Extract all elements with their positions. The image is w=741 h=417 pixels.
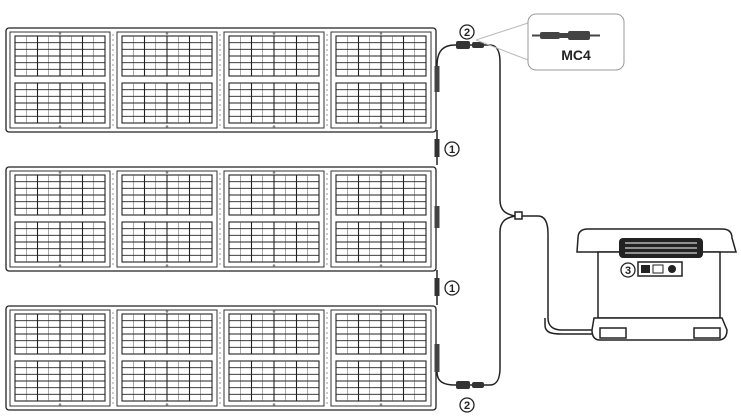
vent-slats [625, 242, 697, 254]
mc4-inset: MC4 [475, 13, 625, 71]
string-cable [436, 44, 516, 386]
solar-panel-module [223, 170, 325, 268]
solar-panel-module [330, 31, 432, 129]
callout-2-top: 2 [459, 24, 475, 40]
callout-3: 3 [620, 262, 636, 278]
solar-panel-row-3 [5, 305, 437, 411]
mc4-label: MC4 [561, 47, 591, 63]
solar-panel-module [223, 31, 325, 129]
input-port-panel [637, 261, 683, 277]
callout-1-lower-text: 1 [449, 283, 455, 295]
solar-panel-module [116, 170, 218, 268]
portable-power-station [576, 228, 737, 341]
callout-3-text: 3 [625, 265, 631, 277]
callout-2-bottom-text: 2 [464, 400, 470, 412]
callout-2-top-text: 2 [464, 27, 470, 39]
mc4-connector-bottom [456, 381, 484, 389]
series-jumper-2 [434, 270, 440, 305]
callout-2-bottom: 2 [459, 397, 475, 413]
panel-edge-connectors [434, 66, 440, 372]
solar-panel-module [9, 309, 111, 407]
callout-1-upper-text: 1 [449, 144, 455, 156]
solar-panel-module [330, 309, 432, 407]
callout-1-upper: 1 [444, 141, 460, 157]
mc4-connector-illustration [532, 31, 600, 40]
solar-panel-row-2 [5, 166, 437, 272]
callout-1-lower: 1 [444, 280, 460, 296]
solar-panel-module [9, 31, 111, 129]
series-jumper-1 [434, 130, 440, 165]
solar-panel-module [116, 31, 218, 129]
solar-panel-row-1 [5, 27, 437, 133]
solar-panel-module [223, 309, 325, 407]
mc4-connector-top [456, 41, 484, 49]
solar-panel-module [116, 309, 218, 407]
solar-panel-module [9, 170, 111, 268]
solar-panel-module [330, 170, 432, 268]
